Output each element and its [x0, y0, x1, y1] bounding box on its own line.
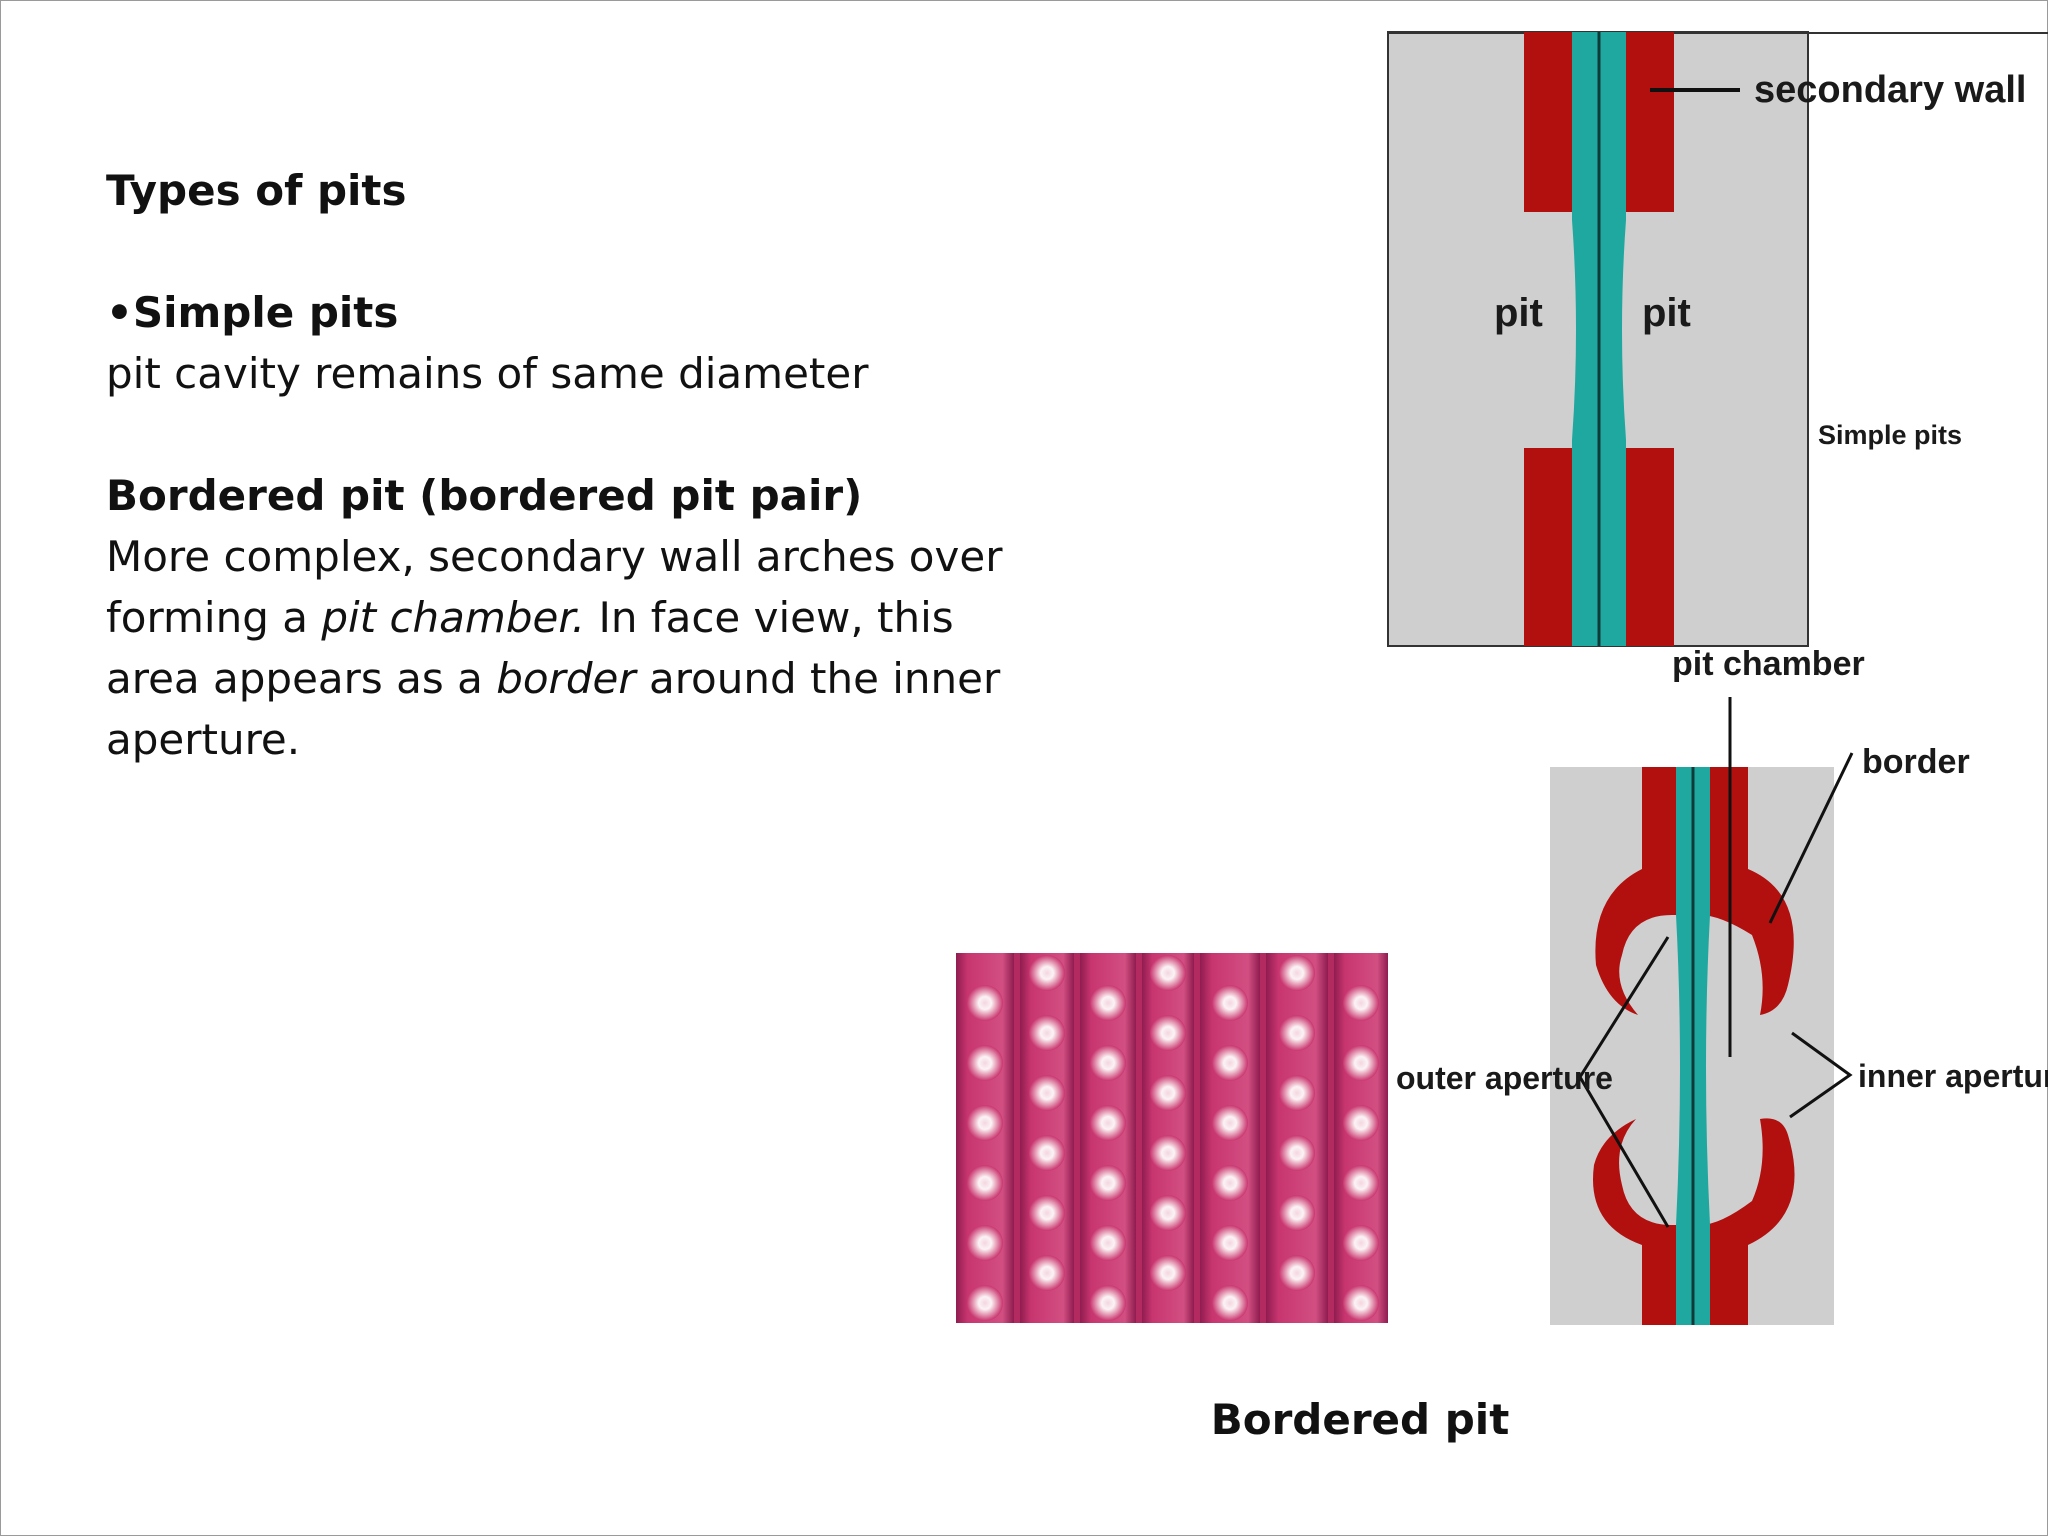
bordered-pit-face: [967, 985, 1003, 1021]
simple-pits-diagram: secondary wall pit pit Simple pits: [1387, 31, 2048, 647]
bordered-desc-line-2: forming a pit chamber. In face view, thi…: [106, 587, 1046, 648]
desc-text: around the inner: [635, 654, 1001, 703]
bordered-pit-caption: Bordered pit: [1210, 1395, 1510, 1444]
bordered-pit-face: [1090, 1225, 1126, 1261]
bordered-pit-face: [967, 1165, 1003, 1201]
inner-aperture-leader: [1789, 1031, 1853, 1119]
bordered-pit-face: [1212, 1285, 1248, 1321]
bordered-pit-face: [1029, 1195, 1065, 1231]
bordered-pit-face: [1029, 1255, 1065, 1291]
bordered-pit-diagram: pit chamber border outer aperture inner …: [1396, 645, 2048, 1325]
bordered-pit-face: [1090, 985, 1126, 1021]
border-label: border: [1862, 743, 1970, 781]
slide-text: Types of pits •Simple pits pit cavity re…: [106, 160, 1046, 770]
bordered-pit-face: [1150, 955, 1186, 991]
border-leader: [1768, 752, 1854, 924]
bordered-pit-face: [1150, 1255, 1186, 1291]
bordered-pit-face: [1279, 1195, 1315, 1231]
bordered-pit-face: [1212, 985, 1248, 1021]
bordered-desc-line-1: More complex, secondary wall arches over: [106, 532, 1003, 581]
pit-chamber-term: pit chamber.: [321, 593, 586, 642]
pit-circles: [967, 955, 1379, 1321]
outer-aperture-leader: [1578, 936, 1670, 1228]
bordered-pit-micrograph: [956, 953, 1388, 1323]
bordered-pit-face: [1029, 1075, 1065, 1111]
bordered-pit-face: [1150, 1015, 1186, 1051]
bordered-pit-face: [1343, 1225, 1379, 1261]
bordered-pit-face: [1279, 1255, 1315, 1291]
bordered-pit-face: [1029, 1015, 1065, 1051]
border-wall-bottom: [1593, 1118, 1795, 1325]
bordered-pit-face: [967, 1105, 1003, 1141]
desc-text: forming a: [106, 593, 322, 642]
simple-pits-title: •Simple pits: [106, 288, 399, 337]
bordered-pit-face: [1279, 1075, 1315, 1111]
inner-aperture-label: inner aperture: [1858, 1058, 2048, 1094]
outer-aperture-label: outer aperture: [1396, 1060, 1613, 1096]
desc-text: area appears as a: [106, 654, 497, 703]
tracheid-columns: [956, 953, 1388, 1323]
bordered-pit-face: [1029, 955, 1065, 991]
bordered-pit-face: [1279, 1135, 1315, 1171]
bordered-pit-face: [1150, 1135, 1186, 1171]
bordered-pit-face: [1212, 1045, 1248, 1081]
bordered-pit-face: [1090, 1165, 1126, 1201]
bordered-pit-face: [1343, 1285, 1379, 1321]
pit-label-right: pit: [1642, 291, 1691, 335]
bordered-pit-face: [1090, 1045, 1126, 1081]
bordered-pit-face: [1150, 1195, 1186, 1231]
bordered-pit-face: [1212, 1225, 1248, 1261]
bordered-pit-face: [1279, 1015, 1315, 1051]
desc-text: In face view, this: [585, 593, 954, 642]
pit-label-left: pit: [1494, 291, 1543, 335]
bordered-pit-title: Bordered pit (bordered pit pair): [106, 471, 863, 520]
simple-pits-desc: pit cavity remains of same diameter: [106, 349, 869, 398]
pit-chamber-label: pit chamber: [1672, 645, 1865, 683]
border-term: border: [496, 654, 636, 703]
bordered-pit-face: [967, 1045, 1003, 1081]
bordered-pit-face: [1090, 1105, 1126, 1141]
bordered-pit-face: [1279, 955, 1315, 991]
slide-heading: Types of pits: [106, 166, 407, 215]
simple-pits-title-label: Simple pits: [1818, 420, 1962, 450]
bordered-pit-face: [1343, 1105, 1379, 1141]
bordered-pit-face: [1212, 1105, 1248, 1141]
bordered-pit-face: [967, 1285, 1003, 1321]
bordered-pit-face: [1212, 1165, 1248, 1201]
bordered-pit-face: [1029, 1135, 1065, 1171]
top-frame-line: [1388, 32, 2048, 34]
bordered-pit-face: [1343, 1045, 1379, 1081]
bordered-desc-line-3: area appears as a border around the inne…: [106, 648, 1046, 709]
bordered-pit-face: [1343, 1165, 1379, 1201]
secondary-wall-label: secondary wall: [1754, 69, 2026, 111]
bordered-pit-face: [967, 1225, 1003, 1261]
bordered-pit-face: [1150, 1075, 1186, 1111]
bordered-desc-line-4: aperture.: [106, 715, 301, 764]
bordered-pit-face: [1343, 985, 1379, 1021]
bordered-pit-face: [1090, 1285, 1126, 1321]
